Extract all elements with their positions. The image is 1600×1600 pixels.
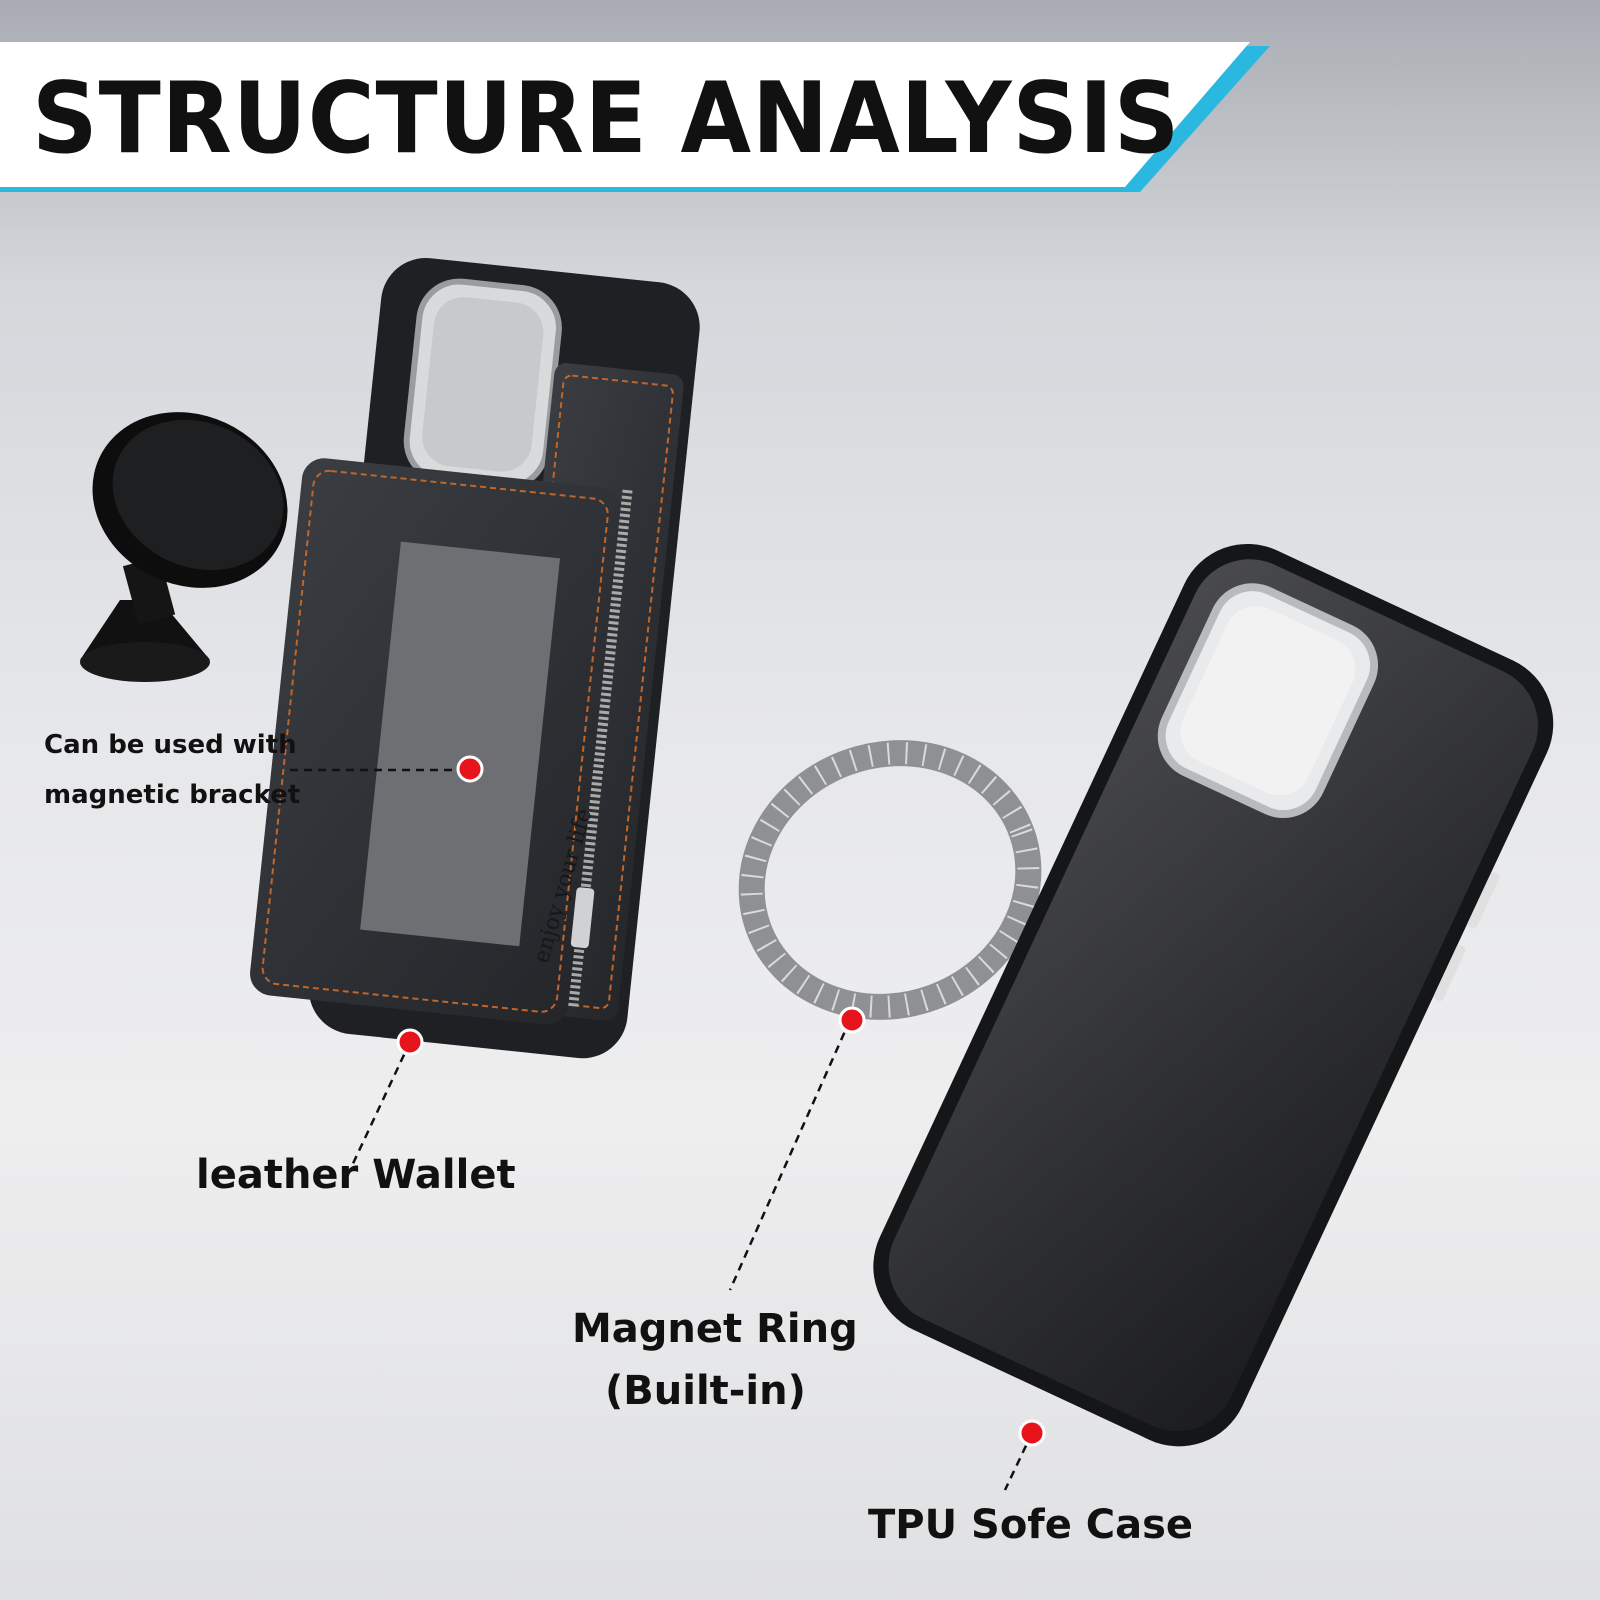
magnet-ring: [738, 740, 1042, 1020]
bracket-label-line2: magnetic bracket: [44, 780, 301, 810]
marker-dot-bracket: [456, 755, 484, 783]
tpu-case: [873, 543, 1554, 1447]
bracket-label-line1: Can be used with: [44, 730, 297, 760]
ring-label-line1: Magnet Ring: [572, 1306, 858, 1352]
wallet-label: leather Wallet: [196, 1152, 516, 1198]
callout-lines: [290, 768, 1034, 1491]
magnetic-bracket: [80, 412, 288, 682]
marker-dot-case: [1018, 1419, 1046, 1447]
ring-label-line2: (Built-in): [605, 1368, 806, 1414]
case-label: TPU Sofe Case: [868, 1502, 1194, 1548]
leather-wallet: enjoy your life: [250, 257, 700, 1059]
marker-dot-wallet: [396, 1028, 424, 1056]
marker-dot-ring: [838, 1006, 866, 1034]
header-banner: [0, 42, 1270, 192]
page-title: STRUCTURE ANALYSIS: [32, 62, 1181, 176]
